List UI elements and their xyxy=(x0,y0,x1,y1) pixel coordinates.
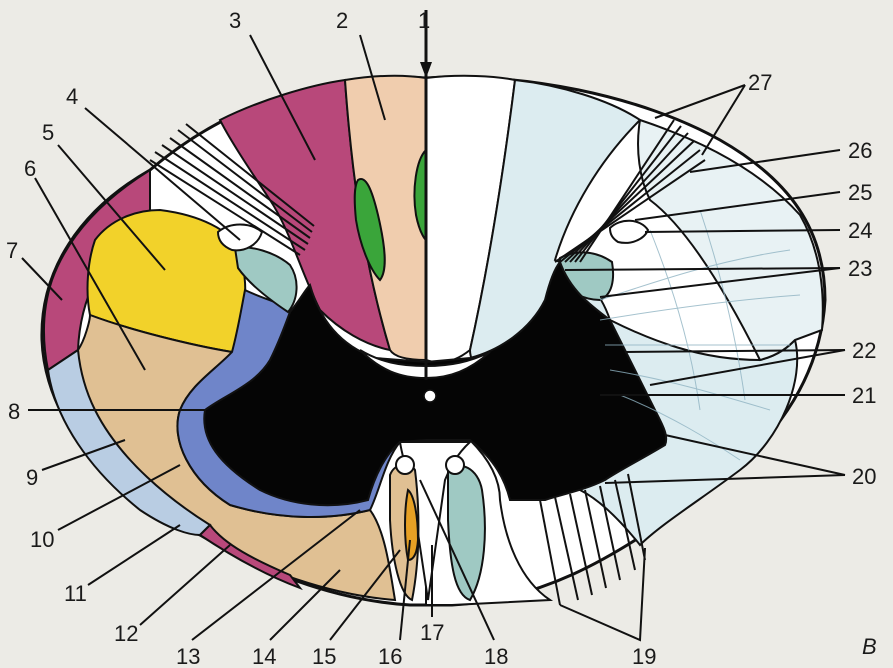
figure-letter: B xyxy=(862,634,877,659)
label-23: 23 xyxy=(848,256,872,281)
label-10: 10 xyxy=(30,527,54,552)
label-6: 6 xyxy=(24,156,36,181)
label-19: 19 xyxy=(632,644,656,668)
label-18: 18 xyxy=(484,644,508,668)
left-anterior-vessel xyxy=(396,456,414,474)
label-4: 4 xyxy=(66,84,78,109)
label-15: 15 xyxy=(312,644,336,668)
label-25: 25 xyxy=(848,180,872,205)
label-16: 16 xyxy=(378,644,402,668)
label-2: 2 xyxy=(336,8,348,33)
label-12: 12 xyxy=(114,621,138,646)
label-1-arrowhead xyxy=(420,62,432,78)
label-17: 17 xyxy=(420,620,444,645)
label-3: 3 xyxy=(229,8,241,33)
label-24: 24 xyxy=(848,218,872,243)
label-20: 20 xyxy=(852,464,876,489)
label-8: 8 xyxy=(8,399,20,424)
label-14: 14 xyxy=(252,644,276,668)
label-13: 13 xyxy=(176,644,200,668)
label-27: 27 xyxy=(748,70,772,95)
label-7: 7 xyxy=(6,238,18,263)
label-1: 1 xyxy=(418,8,430,33)
label-5: 5 xyxy=(42,120,54,145)
label-21: 21 xyxy=(852,383,876,408)
label-11: 11 xyxy=(64,581,87,606)
right-anterior-vessel xyxy=(446,456,464,474)
label-22: 22 xyxy=(852,338,876,363)
central-canal xyxy=(424,390,436,402)
label-9: 9 xyxy=(26,465,38,490)
label-26: 26 xyxy=(848,138,872,163)
